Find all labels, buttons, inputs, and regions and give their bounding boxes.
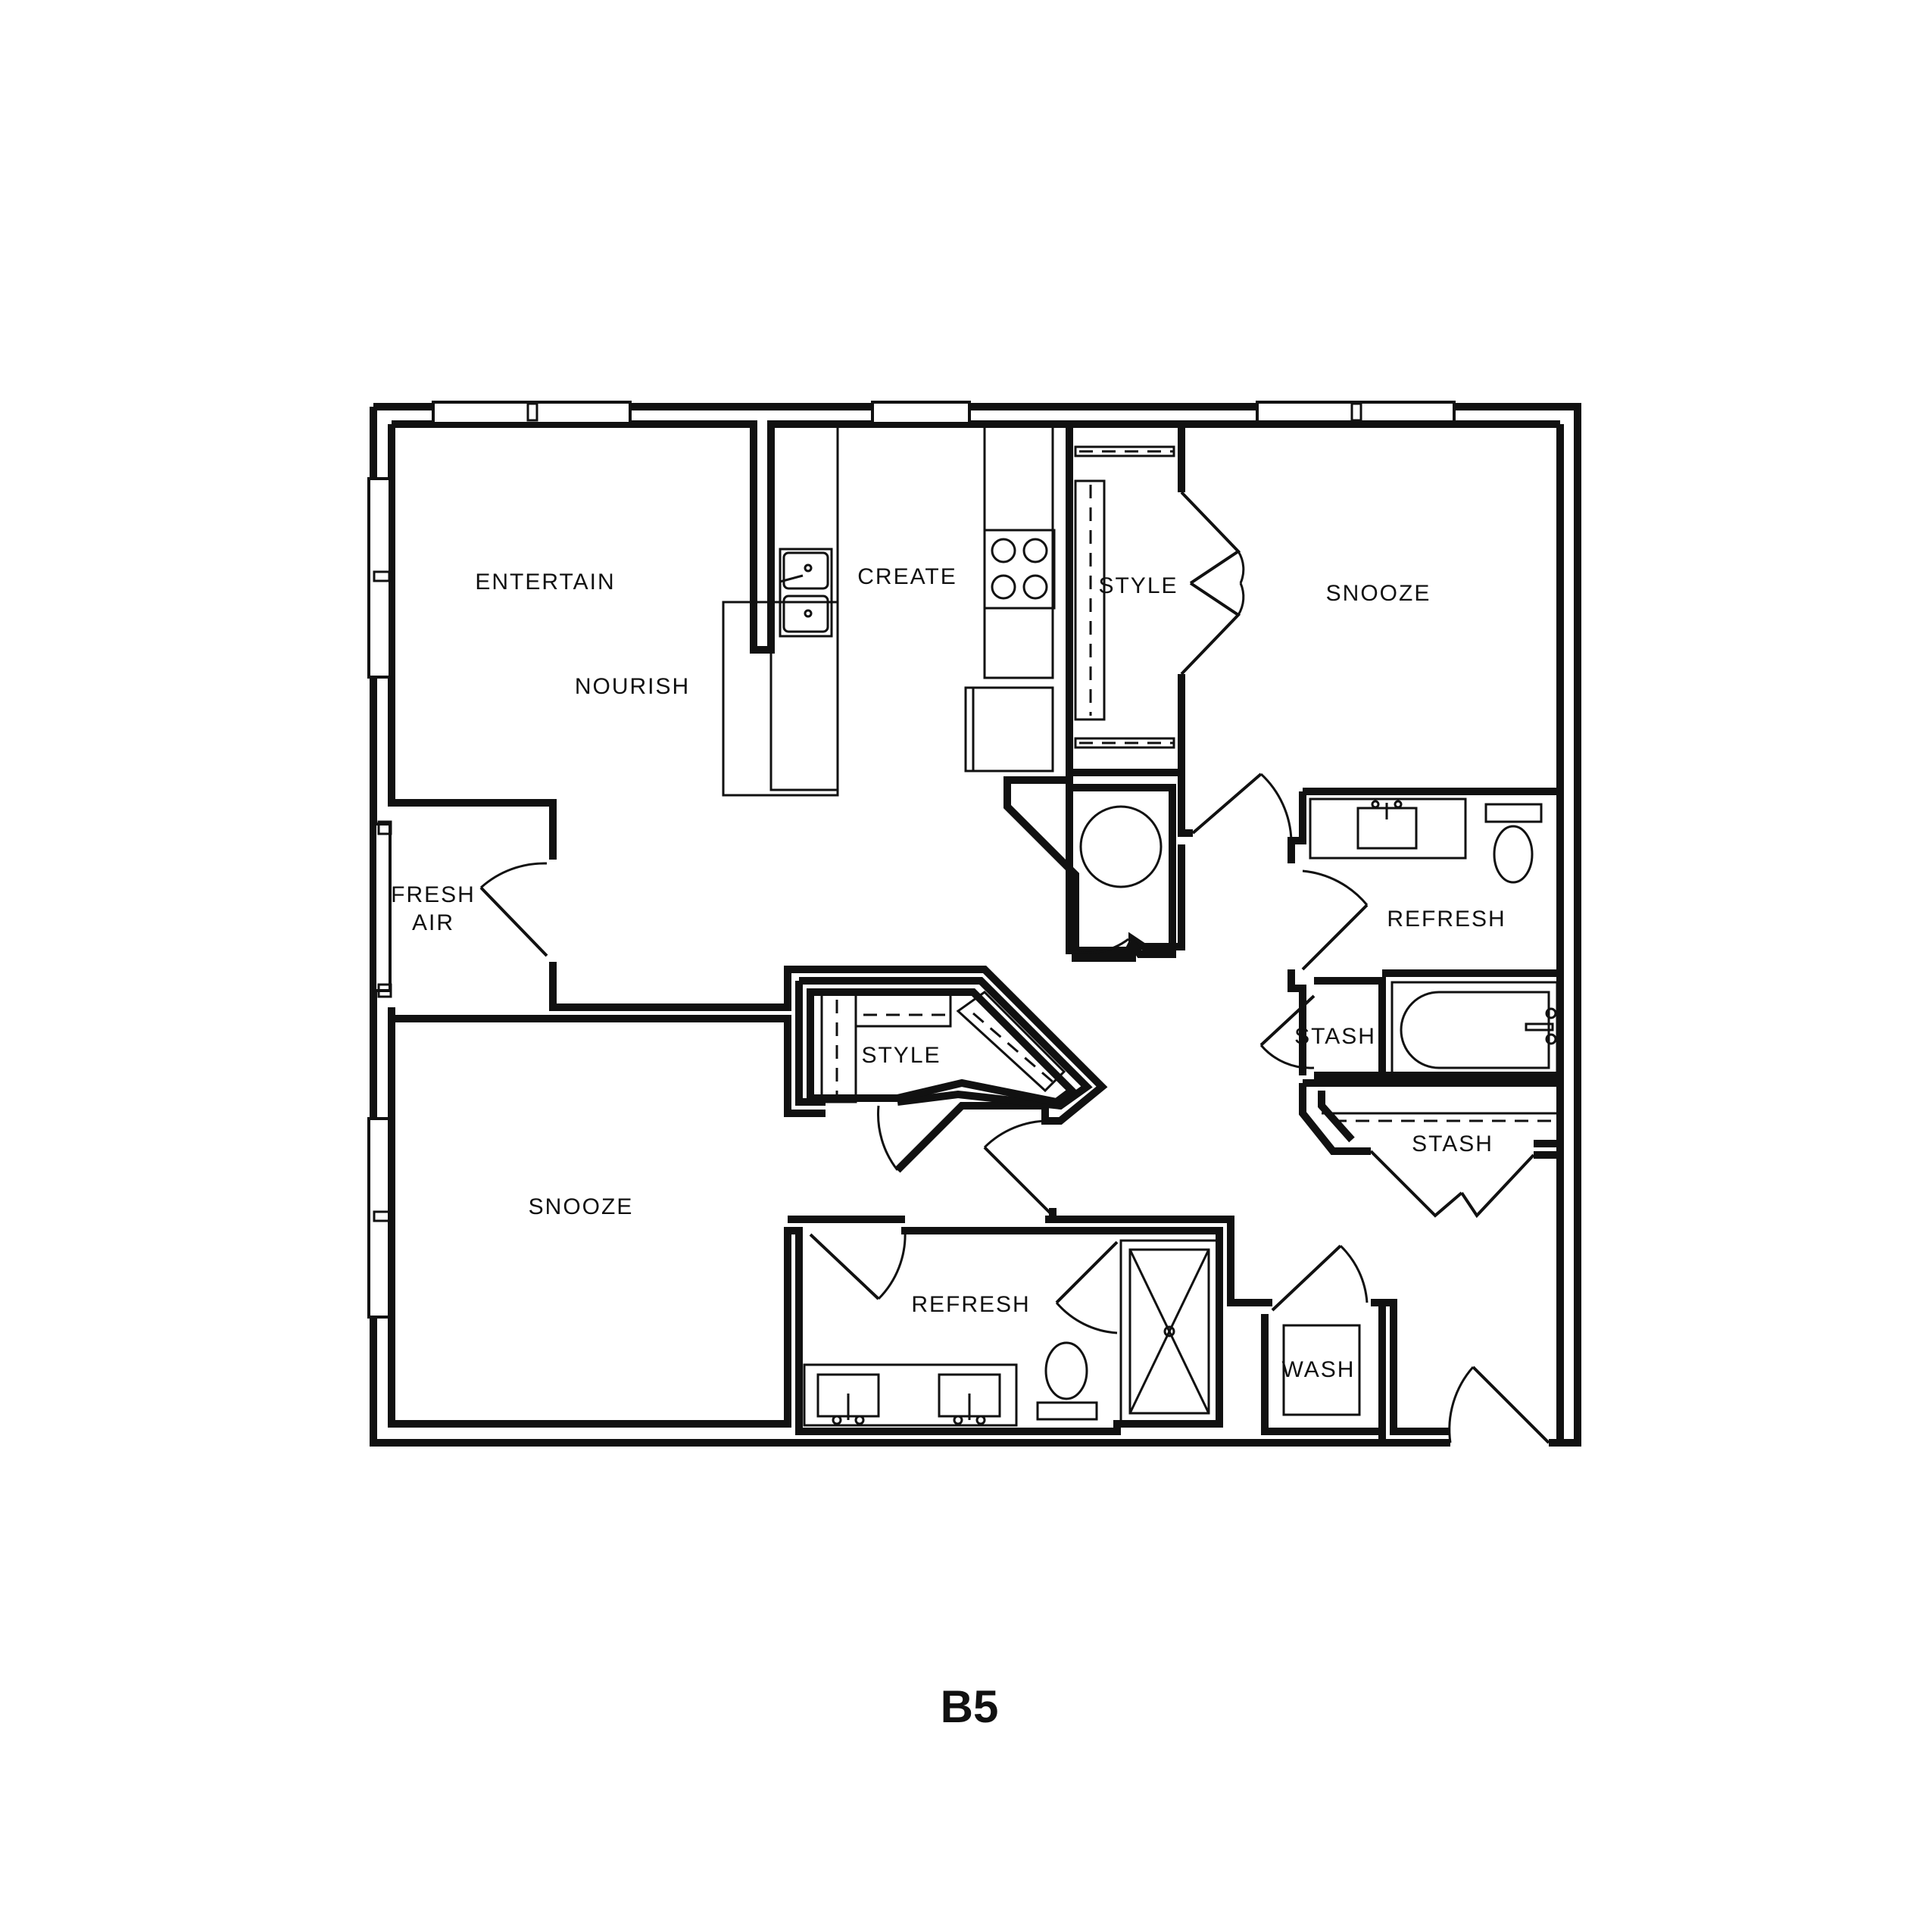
label-stash-hall: STASH <box>1412 1131 1493 1156</box>
window-left-lower <box>367 1117 392 1319</box>
stash-hall-fixtures <box>1322 1112 1560 1122</box>
kitchen-counter-right <box>983 423 1054 679</box>
label-snooze-primary: SNOOZE <box>1326 581 1431 606</box>
window-balcony <box>373 822 392 992</box>
door-entry <box>1448 1366 1550 1444</box>
water-heater-closet <box>1066 784 1176 958</box>
sink-icon-bath-secondary-right <box>938 1373 1001 1425</box>
kitchen-island <box>722 601 839 797</box>
windows <box>367 401 1456 1319</box>
door-toilet-room <box>1055 1241 1119 1334</box>
water-heater-icon <box>1079 805 1163 888</box>
cooktop-icon <box>983 529 1056 610</box>
label-refresh-primary: REFRESH <box>1387 907 1506 932</box>
kitchen-fixtures <box>722 423 1056 797</box>
label-style-lower: STYLE <box>861 1043 941 1068</box>
toilet-icon-bath-secondary <box>1036 1341 1098 1421</box>
toilet-icon-bath-primary <box>1484 803 1543 884</box>
sink-icon-bath-secondary-left <box>816 1373 880 1425</box>
sink-icon <box>779 548 833 638</box>
doors <box>479 491 1550 1444</box>
door-style-lower <box>877 1104 963 1172</box>
door-balcony <box>479 862 548 957</box>
label-snooze-secondary: SNOOZE <box>529 1194 634 1219</box>
label-fresh-air-line1: FRESH <box>391 882 476 907</box>
door-stash-small <box>1259 994 1316 1069</box>
sink-icon-bath-primary <box>1356 800 1418 850</box>
bathtub-icon <box>1390 981 1559 1078</box>
door-wash <box>1271 1244 1369 1312</box>
window-top-middle <box>871 401 971 425</box>
label-refresh-secondary: REFRESH <box>911 1292 1030 1317</box>
label-fresh-air-line2: AIR <box>412 910 454 935</box>
label-wash: WASH <box>1282 1357 1356 1382</box>
room-labels: ENTERTAIN NOURISH CREATE STYLE SNOOZE FR… <box>391 564 1506 1382</box>
label-nourish: NOURISH <box>575 674 690 699</box>
plan-name: B5 <box>941 1681 999 1732</box>
label-create: CREATE <box>857 564 957 589</box>
door-bath-secondary <box>809 1230 907 1300</box>
interior-walls <box>388 420 1560 1443</box>
window-left-upper <box>367 477 392 679</box>
vanity-counter-secondary <box>803 1363 1018 1427</box>
washer-dryer-icon <box>1282 1324 1361 1416</box>
style-closet-lower-fixtures <box>807 988 1078 1106</box>
refrigerator-icon <box>964 686 1054 772</box>
bath-primary-fixtures <box>1309 797 1559 1078</box>
door-bedroom-secondary <box>983 1119 1054 1217</box>
label-stash-small: STASH <box>1294 1024 1376 1049</box>
style-closet-upper-fixtures <box>1074 445 1175 749</box>
label-style-upper: STYLE <box>1098 573 1178 598</box>
door-bath-primary <box>1301 869 1369 971</box>
label-entertain: ENTERTAIN <box>475 570 615 595</box>
door-bedroom-primary <box>1191 772 1293 841</box>
door-water-heater <box>1069 938 1129 954</box>
vanity-counter <box>1309 797 1467 860</box>
door-stash-hall <box>1369 1150 1535 1219</box>
shower-icon <box>1119 1239 1219 1424</box>
door-style-upper <box>1180 491 1245 676</box>
bath-secondary-fixtures <box>803 1239 1219 1427</box>
